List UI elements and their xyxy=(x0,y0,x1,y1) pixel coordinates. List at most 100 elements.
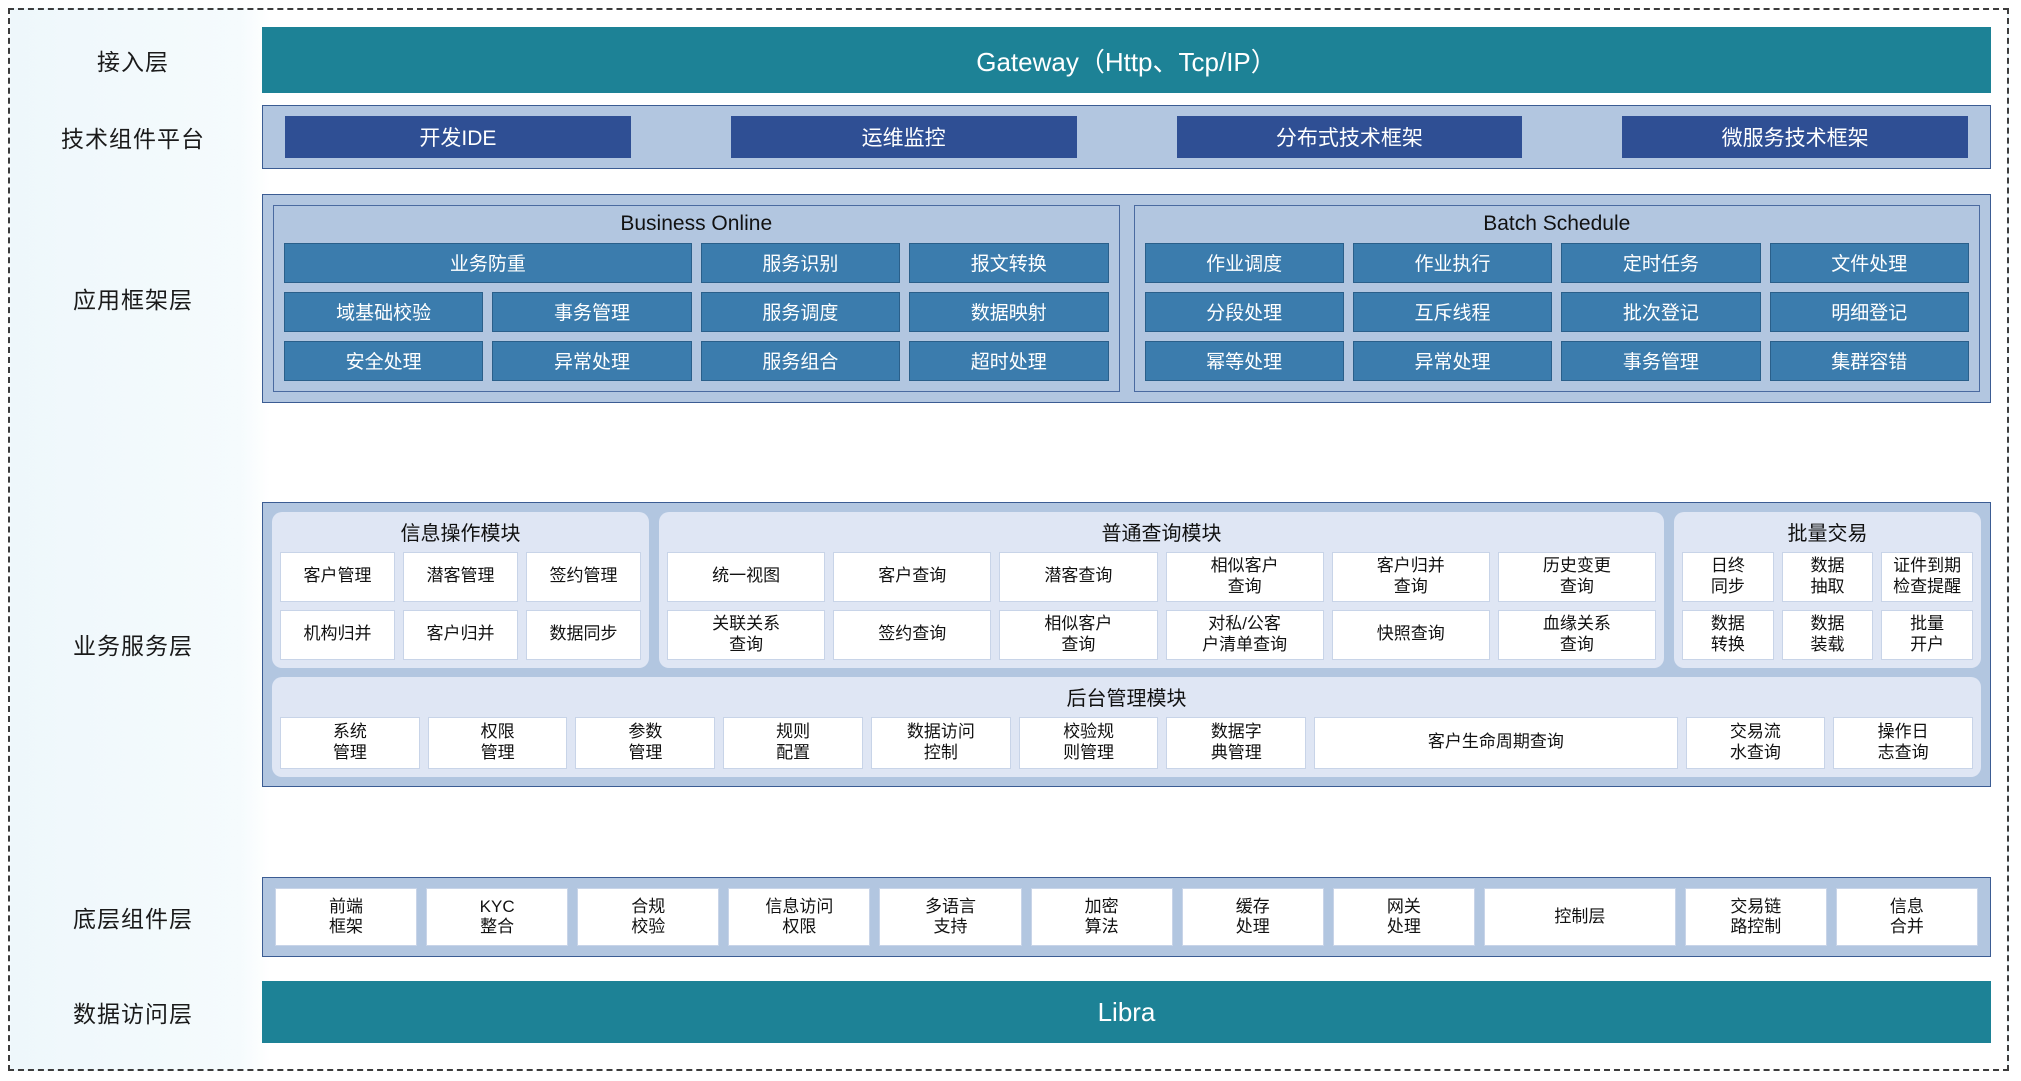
info-chip-4[interactable]: 客户归并 xyxy=(403,609,518,660)
app-framework-panel: Business Online 业务防重 服务识别 报文转换 域基础校验 事务管… xyxy=(262,193,1991,403)
bo-chip-6[interactable]: 数据映射 xyxy=(909,291,1109,332)
bo-chip-7[interactable]: 安全处理 xyxy=(284,340,484,381)
admin-chip-4[interactable]: 数据访问 控制 xyxy=(870,716,1011,769)
bs-chip-5[interactable]: 互斥线程 xyxy=(1352,291,1553,332)
layer-row-service: 业务服务层 信息操作模块 客户管理 潜客管理 签约管理 机构归并 客户归并 数据… xyxy=(10,424,2011,864)
info-chip-3[interactable]: 机构归并 xyxy=(280,609,395,660)
batchmod-chip-4[interactable]: 数据 装载 xyxy=(1781,609,1874,660)
component-chip-9[interactable]: 交易链 路控制 xyxy=(1684,888,1827,946)
component-chip-4[interactable]: 多语言 支持 xyxy=(879,888,1022,946)
component-chip-2[interactable]: 合规 校验 xyxy=(577,888,720,946)
bo-chip-0[interactable]: 业务防重 xyxy=(284,242,692,283)
query-chip-9[interactable]: 对私/公客 户清单查询 xyxy=(1165,609,1324,660)
query-chip-8[interactable]: 相似客户 查询 xyxy=(999,609,1158,660)
component-chip-3[interactable]: 信息访问 权限 xyxy=(728,888,871,946)
query-chip-5[interactable]: 历史变更 查询 xyxy=(1497,551,1656,602)
bs-chip-0[interactable]: 作业调度 xyxy=(1144,242,1344,283)
batchmod-chip-1[interactable]: 数据 抽取 xyxy=(1781,551,1874,602)
bs-chip-3[interactable]: 文件处理 xyxy=(1769,242,1969,283)
business-service-panel: 信息操作模块 客户管理 潜客管理 签约管理 机构归并 客户归并 数据同步 普通查… xyxy=(262,501,1991,787)
query-chip-1[interactable]: 客户查询 xyxy=(833,551,992,602)
component-chip-5[interactable]: 加密 算法 xyxy=(1030,888,1173,946)
bo-chip-2[interactable]: 报文转换 xyxy=(909,242,1109,283)
bo-chip-4[interactable]: 事务管理 xyxy=(492,291,692,332)
batchmod-chip-2[interactable]: 证件到期 检查提醒 xyxy=(1881,551,1973,602)
component-chip-1[interactable]: KYC 整合 xyxy=(426,888,569,946)
query-module-grid: 统一视图 客户查询 潜客查询 相似客户 查询 客户归并 查询 历史变更 查询 关… xyxy=(667,551,1656,660)
bottom-components-grid: 前端 框架 KYC 整合 合规 校验 信息访问 权限 多语言 支持 加密 算法 … xyxy=(275,888,1978,946)
layer-row-tech: 技术组件平台 开发IDE 运维监控 分布式技术框架 微服务技术框架 xyxy=(10,105,2011,169)
layer-label-access: 接入层 xyxy=(97,49,169,75)
admin-chip-8[interactable]: 交易流 水查询 xyxy=(1685,716,1826,769)
bo-chip-1[interactable]: 服务识别 xyxy=(700,242,901,283)
layer-body-data: Libra xyxy=(262,981,2011,1043)
query-chip-2[interactable]: 潜客查询 xyxy=(999,551,1158,602)
batchmod-chip-0[interactable]: 日终 同步 xyxy=(1682,551,1774,602)
bs-chip-6[interactable]: 批次登记 xyxy=(1561,291,1761,332)
info-chip-0[interactable]: 客户管理 xyxy=(280,551,395,602)
bo-chip-8[interactable]: 异常处理 xyxy=(492,340,692,381)
layer-label-appframe: 应用框架层 xyxy=(73,287,193,313)
bs-chip-9[interactable]: 异常处理 xyxy=(1352,340,1553,381)
bs-chip-1[interactable]: 作业执行 xyxy=(1352,242,1553,283)
query-chip-7[interactable]: 签约查询 xyxy=(833,609,992,660)
bs-chip-7[interactable]: 明细登记 xyxy=(1769,291,1969,332)
admin-chip-5[interactable]: 校验规 则管理 xyxy=(1018,716,1159,769)
query-chip-10[interactable]: 快照查询 xyxy=(1331,609,1490,660)
layer-label-service: 业务服务层 xyxy=(73,633,193,659)
bo-chip-10[interactable]: 超时处理 xyxy=(909,340,1109,381)
tech-chip-distributed[interactable]: 分布式技术框架 xyxy=(1176,116,1523,158)
layer-body-appframe: Business Online 业务防重 服务识别 报文转换 域基础校验 事务管… xyxy=(262,193,2011,403)
query-chip-11[interactable]: 血缘关系 查询 xyxy=(1497,609,1656,660)
group-title-admin-module: 后台管理模块 xyxy=(1066,687,1187,710)
admin-chip-6[interactable]: 数据字 典管理 xyxy=(1166,716,1307,769)
group-title-info-module: 信息操作模块 xyxy=(400,522,521,545)
layer-row-appframe: 应用框架层 Business Online 业务防重 服务识别 报文转换 域基础… xyxy=(10,178,2011,418)
info-chip-1[interactable]: 潜客管理 xyxy=(403,551,518,602)
layer-body-access: Gateway（Http、Tcp/IP） xyxy=(262,27,2011,93)
tech-chip-microsvc[interactable]: 微服务技术框架 xyxy=(1622,116,1968,158)
layer-body-component: 前端 框架 KYC 整合 合规 校验 信息访问 权限 多语言 支持 加密 算法 … xyxy=(262,877,2011,957)
query-chip-3[interactable]: 相似客户 查询 xyxy=(1165,551,1324,602)
tech-chip-ide[interactable]: 开发IDE xyxy=(285,116,631,158)
component-chip-8[interactable]: 控制层 xyxy=(1483,888,1676,946)
admin-module-grid: 系统 管理 权限 管理 参数 管理 规则 配置 数据访问 控制 校验规 则管理 … xyxy=(280,716,1973,769)
admin-chip-1[interactable]: 权限 管理 xyxy=(427,716,568,769)
admin-chip-7[interactable]: 客户生命周期查询 xyxy=(1314,716,1678,769)
layer-label-tech: 技术组件平台 xyxy=(61,126,205,152)
bs-chip-11[interactable]: 集群容错 xyxy=(1769,340,1969,381)
component-chip-6[interactable]: 缓存 处理 xyxy=(1181,888,1324,946)
info-chip-2[interactable]: 签约管理 xyxy=(526,551,641,602)
layer-row-data: 数据访问层 Libra xyxy=(10,972,2011,1052)
tech-chip-ops[interactable]: 运维监控 xyxy=(730,116,1077,158)
business-online-grid: 业务防重 服务识别 报文转换 域基础校验 事务管理 服务调度 数据映射 安全处理… xyxy=(284,242,1109,381)
component-chip-0[interactable]: 前端 框架 xyxy=(275,888,418,946)
admin-chip-2[interactable]: 参数 管理 xyxy=(575,716,716,769)
bo-chip-9[interactable]: 服务组合 xyxy=(700,340,901,381)
layer-label-data: 数据访问层 xyxy=(73,1001,193,1027)
admin-chip-3[interactable]: 规则 配置 xyxy=(723,716,863,769)
batchmod-chip-5[interactable]: 批量 开户 xyxy=(1881,609,1973,660)
admin-chip-9[interactable]: 操作日 志查询 xyxy=(1833,716,1973,769)
info-module-grid: 客户管理 潜客管理 签约管理 机构归并 客户归并 数据同步 xyxy=(280,551,641,660)
bo-chip-5[interactable]: 服务调度 xyxy=(700,291,901,332)
component-chip-7[interactable]: 网关 处理 xyxy=(1332,888,1475,946)
component-chip-10[interactable]: 信息 合并 xyxy=(1835,888,1978,946)
layer-row-component: 底层组件层 前端 框架 KYC 整合 合规 校验 信息访问 权限 多语言 支持 … xyxy=(10,872,2011,962)
query-chip-0[interactable]: 统一视图 xyxy=(667,551,826,602)
query-chip-4[interactable]: 客户归并 查询 xyxy=(1331,551,1490,602)
bs-chip-2[interactable]: 定时任务 xyxy=(1561,242,1761,283)
query-chip-6[interactable]: 关联关系 查询 xyxy=(667,609,826,660)
service-top-groups: 信息操作模块 客户管理 潜客管理 签约管理 机构归并 客户归并 数据同步 普通查… xyxy=(272,511,1981,668)
libra-bar: Libra xyxy=(262,981,1991,1043)
admin-chip-0[interactable]: 系统 管理 xyxy=(280,716,420,769)
batchmod-chip-3[interactable]: 数据 转换 xyxy=(1682,609,1774,660)
bs-chip-8[interactable]: 幂等处理 xyxy=(1144,340,1344,381)
bs-chip-4[interactable]: 分段处理 xyxy=(1144,291,1344,332)
bs-chip-10[interactable]: 事务管理 xyxy=(1561,340,1761,381)
info-chip-5[interactable]: 数据同步 xyxy=(526,609,641,660)
group-title-query-module: 普通查询模块 xyxy=(1101,522,1222,545)
layer-body-service: 信息操作模块 客户管理 潜客管理 签约管理 机构归并 客户归并 数据同步 普通查… xyxy=(262,501,2011,787)
tech-platform-panel: 开发IDE 运维监控 分布式技术框架 微服务技术框架 xyxy=(262,105,1991,169)
bo-chip-3[interactable]: 域基础校验 xyxy=(284,291,484,332)
